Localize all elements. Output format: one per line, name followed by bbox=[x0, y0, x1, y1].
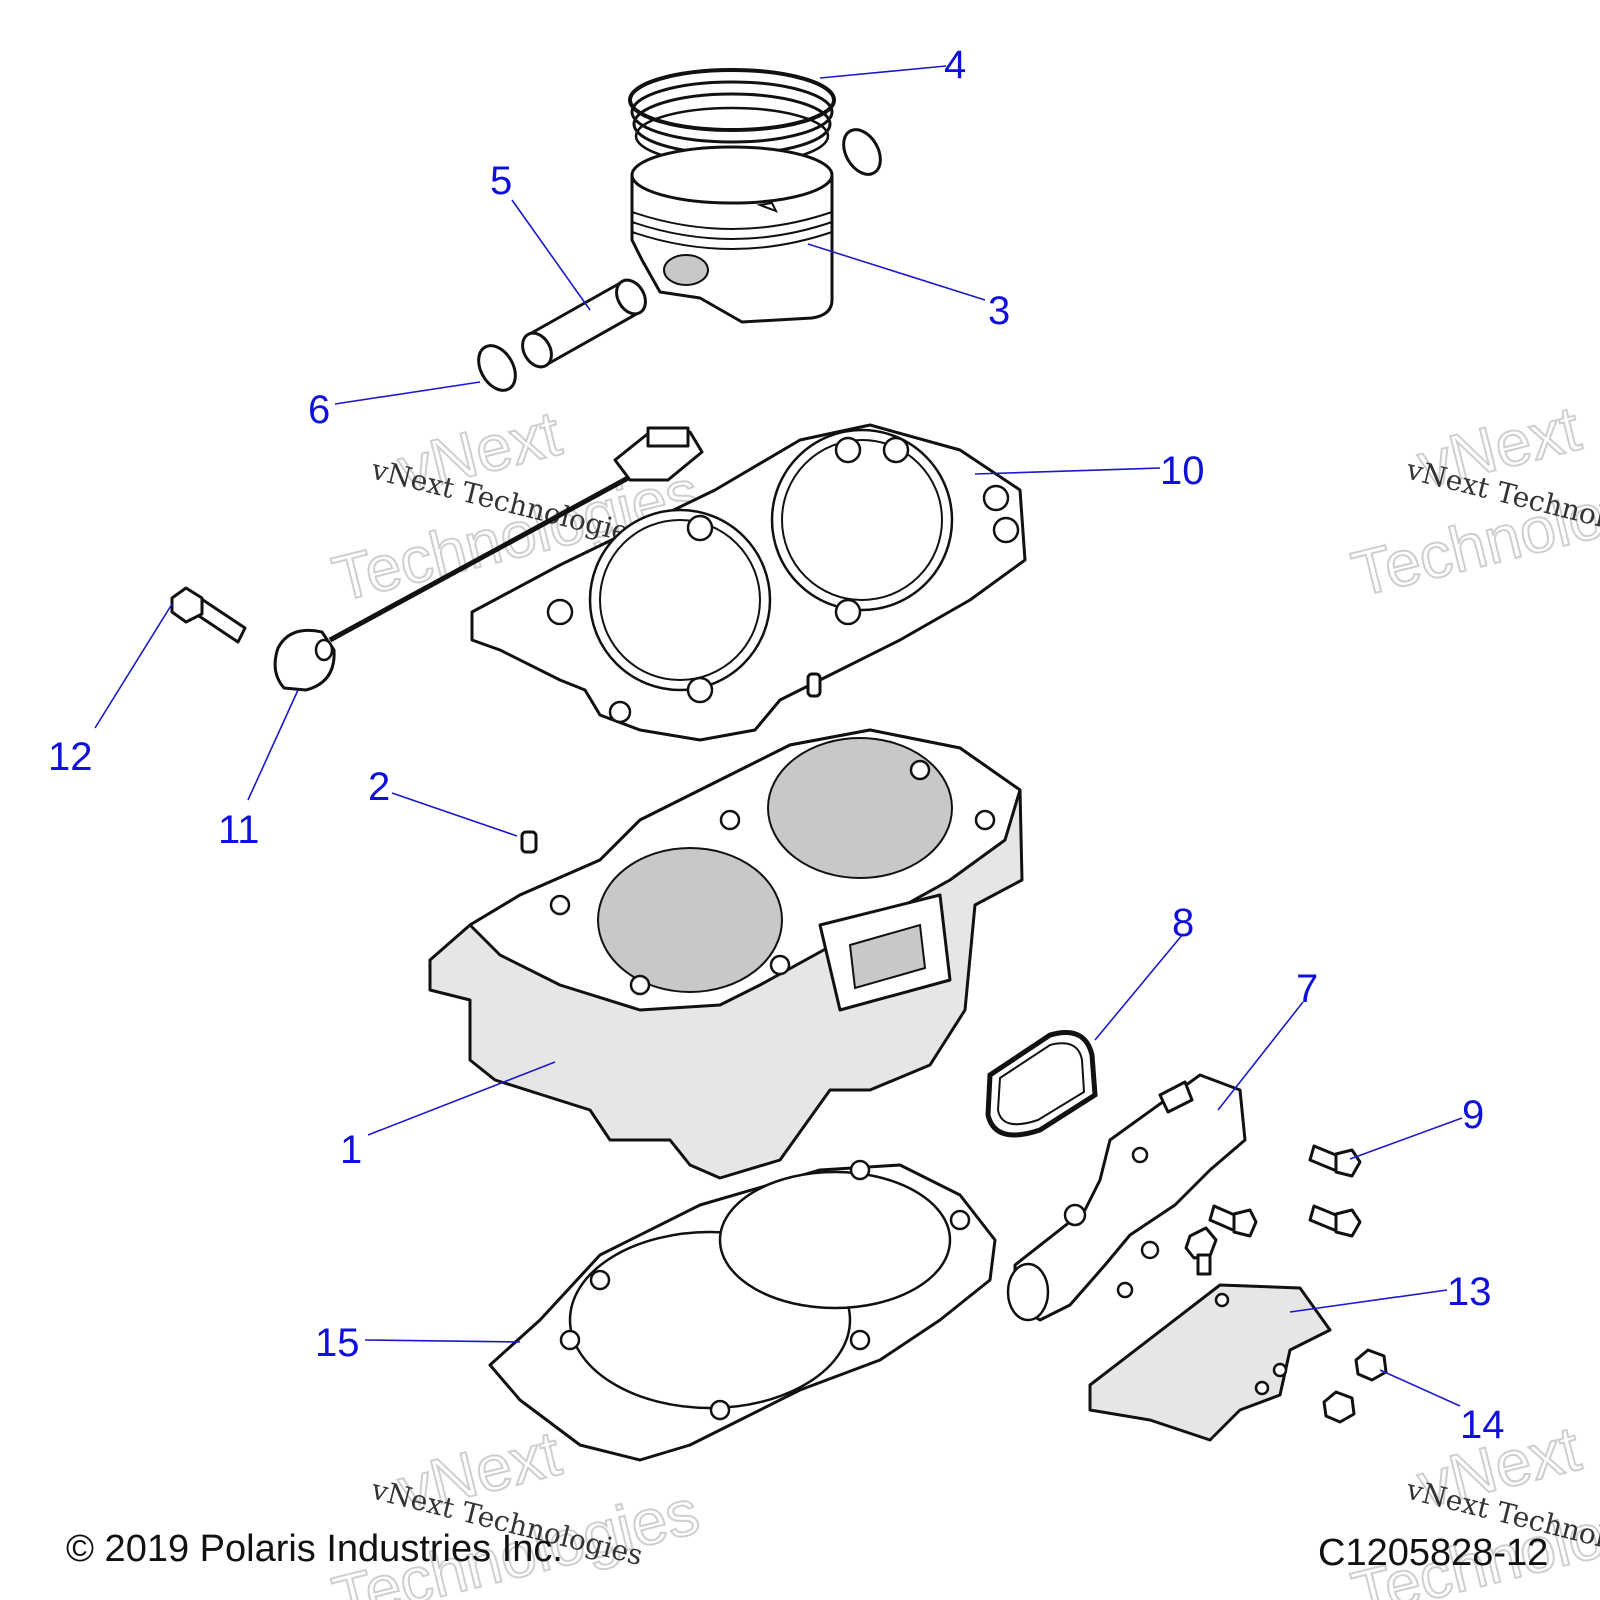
callout-1: 1 bbox=[340, 1128, 362, 1172]
housing-bolt-middle bbox=[1308, 1204, 1362, 1238]
callout-2: 2 bbox=[368, 765, 390, 809]
sensor-bolt-part bbox=[170, 586, 247, 644]
housing-bolt-part bbox=[1308, 1144, 1362, 1178]
wrist-pin-part bbox=[521, 278, 647, 369]
callout-13: 13 bbox=[1447, 1270, 1492, 1314]
callout-9: 9 bbox=[1462, 1093, 1484, 1137]
seal-ring-part bbox=[985, 1030, 1098, 1138]
piston-part bbox=[630, 145, 834, 324]
dowel-pin-part bbox=[520, 830, 538, 854]
callout-11: 11 bbox=[218, 808, 260, 852]
callout-3: 3 bbox=[988, 289, 1010, 333]
callout-10: 10 bbox=[1160, 449, 1205, 493]
cylinder-block-part bbox=[428, 728, 1024, 1180]
callout-7: 7 bbox=[1296, 967, 1318, 1011]
housing-bolt-lower bbox=[1184, 1226, 1218, 1276]
callout-labels: 1 2 3 4 5 6 7 8 9 10 11 12 13 14 15 bbox=[48, 43, 1505, 1447]
head-gasket-part bbox=[470, 423, 1027, 742]
callout-8: 8 bbox=[1172, 901, 1194, 945]
shield-bolt-part bbox=[1322, 1348, 1388, 1424]
callout-12: 12 bbox=[48, 735, 93, 779]
water-outlet-part bbox=[1006, 1073, 1247, 1322]
snap-ring-left bbox=[477, 344, 517, 392]
heat-shield-part bbox=[1088, 1283, 1332, 1442]
figure-code: C1205828-12 bbox=[1318, 1532, 1549, 1574]
callout-4: 4 bbox=[944, 43, 966, 87]
callout-5: 5 bbox=[490, 159, 512, 203]
callout-6: 6 bbox=[308, 388, 330, 432]
copyright-notice: © 2019 Polaris Industries Inc. bbox=[66, 1528, 563, 1570]
housing-bolt-left bbox=[1208, 1204, 1258, 1238]
callout-14: 14 bbox=[1460, 1403, 1505, 1447]
leader-lines bbox=[94, 65, 1463, 1407]
dowel-pin-upper bbox=[806, 672, 822, 698]
knock-sensor-part bbox=[273, 426, 704, 692]
base-gasket-part bbox=[488, 1159, 997, 1462]
snap-ring-right bbox=[842, 128, 882, 176]
callout-15: 15 bbox=[315, 1321, 360, 1365]
